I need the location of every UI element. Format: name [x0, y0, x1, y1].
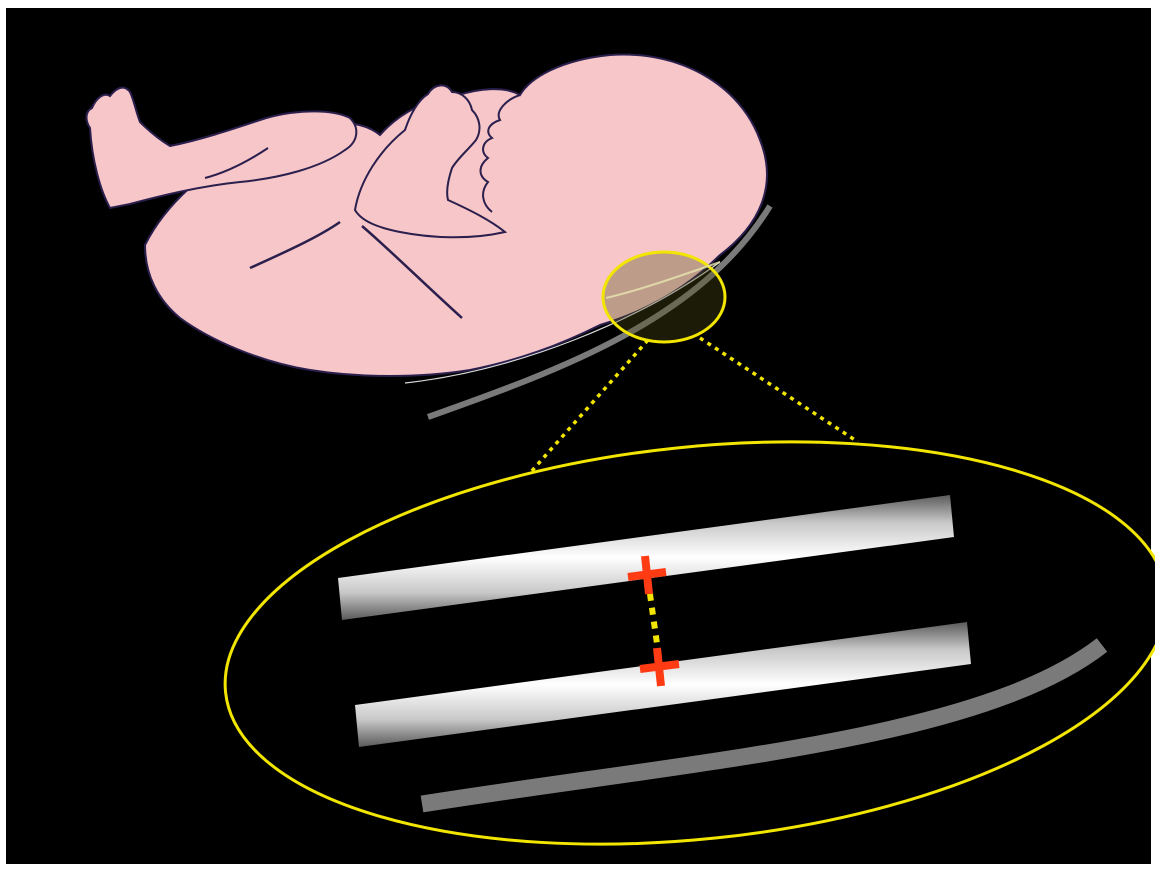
- highlight-ellipse-small: [603, 252, 725, 342]
- caliper-lower-vertical: [657, 648, 661, 686]
- caliper-upper-vertical: [645, 556, 649, 594]
